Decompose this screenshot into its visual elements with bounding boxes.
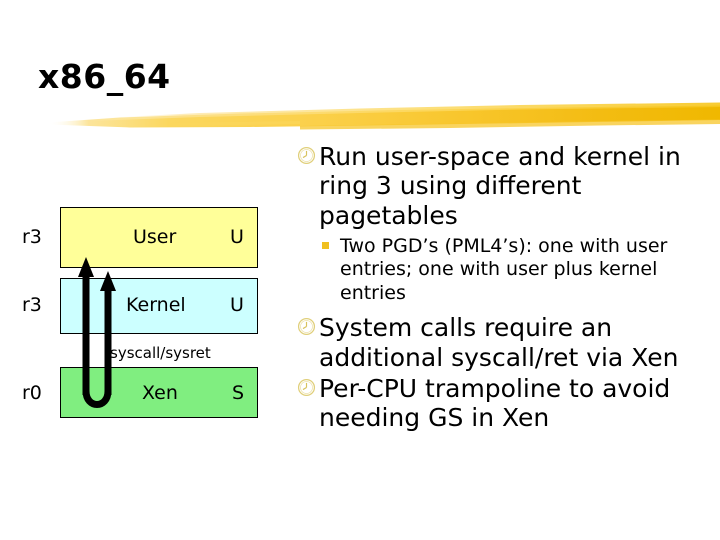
- clock-icon: [297, 317, 319, 343]
- ring-diagram: r3 User U r3 Kernel U r0 Xen S: [0, 195, 290, 435]
- clock-icon: [297, 146, 319, 172]
- clock-icon: [297, 378, 319, 404]
- bullet-item-2: Two PGD’s (PML4’s): one with user entrie…: [319, 235, 715, 306]
- syscall-sysret-label: syscall/sysret: [110, 344, 211, 362]
- bullet-text: Run user-space and kernel in ring 3 usin…: [319, 142, 681, 230]
- bullet-item-3: System calls require an additional sysca…: [297, 313, 715, 372]
- layer-mode-kernel: U: [230, 294, 244, 316]
- brush-underline-decoration: [48, 102, 720, 130]
- bullet-text: System calls require an additional sysca…: [319, 313, 679, 372]
- bullet-list: Run user-space and kernel in ring 3 usin…: [297, 142, 715, 434]
- bullet-text: Two PGD’s (PML4’s): one with user entrie…: [340, 234, 668, 304]
- layer-mode-xen: S: [232, 382, 245, 404]
- square-bullet-icon: [319, 241, 340, 262]
- bullet-item-4: Per-CPU trampoline to avoid needing GS i…: [297, 374, 715, 433]
- ring-label-kernel: r3: [22, 294, 42, 316]
- layer-mode-user: U: [230, 226, 244, 248]
- layer-name-user: User: [133, 226, 177, 248]
- ring-label-xen: r0: [22, 382, 42, 404]
- bullet-text: Per-CPU trampoline to avoid needing GS i…: [319, 373, 671, 433]
- layer-box-kernel[interactable]: [60, 278, 258, 334]
- ring-label-user: r3: [22, 226, 42, 248]
- bullet-item-1: Run user-space and kernel in ring 3 usin…: [297, 142, 715, 230]
- layer-name-kernel: Kernel: [126, 294, 186, 316]
- layer-name-xen: Xen: [142, 382, 178, 404]
- page-title: x86_64: [38, 57, 171, 96]
